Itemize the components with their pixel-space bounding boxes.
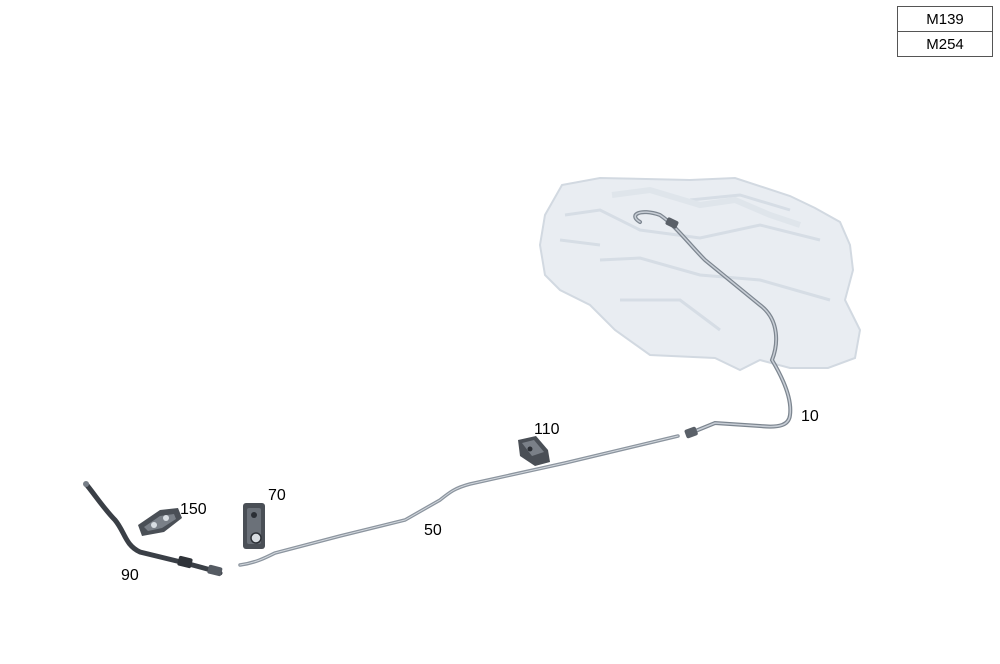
fuel-line-10-highlight [634, 211, 792, 433]
fuel-line-90-end [207, 564, 223, 577]
clip-70-hole [251, 512, 257, 518]
fuel-line-10-connector [665, 217, 679, 229]
model-code-table: M139 M254 [897, 6, 993, 57]
fuel-line-50 [238, 434, 680, 567]
fuel-line-10 [633, 210, 793, 439]
holder-110-face [522, 440, 544, 456]
holder-150-hole [163, 515, 169, 521]
fuel-line-50-tube [238, 434, 680, 567]
fuel-line-90 [83, 481, 223, 577]
callout-150: 150 [180, 501, 207, 518]
callout-70: 70 [268, 487, 286, 504]
fuel-line-90-coupling [177, 555, 193, 569]
clip-70 [243, 503, 265, 549]
callout-10: 10 [801, 408, 819, 425]
callout-110: 110 [534, 421, 560, 438]
holder-110-hole [527, 446, 533, 452]
callout-50: 50 [424, 522, 442, 539]
holder-150 [138, 508, 182, 536]
fuel-line-50-highlight [239, 435, 679, 566]
fuel-tank-inner-ridge [611, 186, 801, 228]
holder-150-hole [151, 522, 157, 528]
callout-90: 90 [121, 567, 139, 584]
holder-110 [518, 436, 550, 466]
fuel-line-90-hose [83, 481, 223, 576]
model-code-cell: M254 [897, 31, 993, 57]
fuel-tank [538, 176, 862, 372]
fuel-line-90-tip [83, 481, 89, 487]
clip-70-hole [250, 532, 262, 544]
fuel-tank-detail [559, 193, 831, 332]
model-code-cell: M139 [897, 6, 993, 32]
fuel-line-10-end-connector [684, 426, 698, 439]
